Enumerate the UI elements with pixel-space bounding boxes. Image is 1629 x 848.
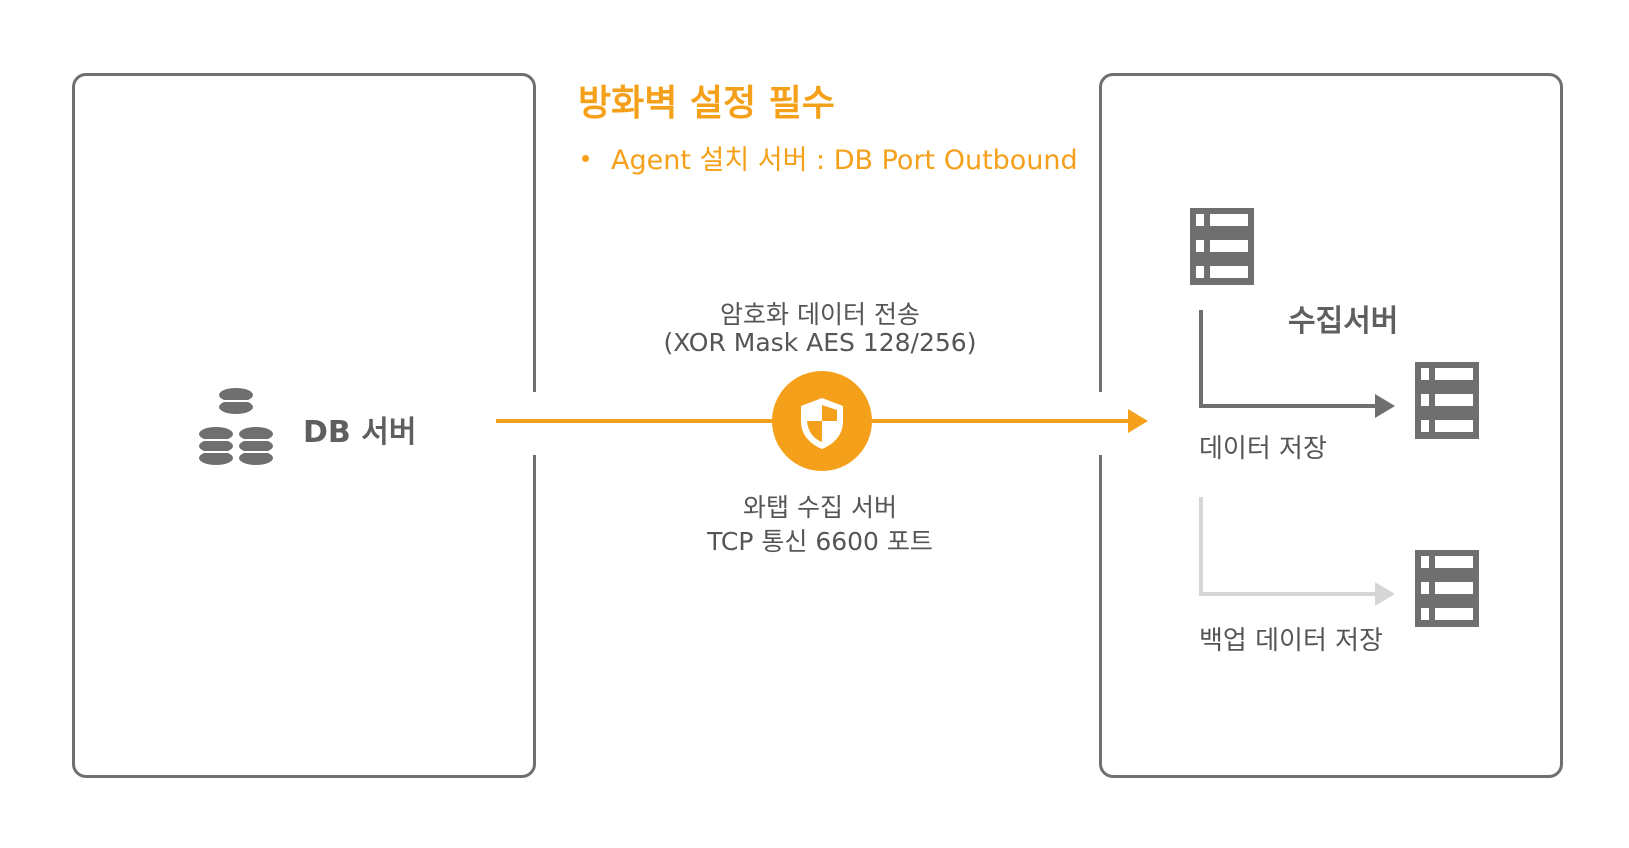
- db-server-zone: [72, 73, 536, 778]
- encryption-method-label: (XOR Mask AES 128/256): [663, 328, 977, 357]
- shield-badge: [772, 371, 872, 471]
- firewall-title: 방화벽 설정 필수: [578, 83, 835, 124]
- storage-arrow-head: [1375, 394, 1395, 418]
- backup-server-icon: [1415, 550, 1479, 627]
- collector-label: 와탭 수집 서버: [743, 493, 897, 522]
- collection-zone-border-gap: [1097, 392, 1105, 455]
- storage-arrow-line: [1199, 310, 1375, 408]
- firewall-bullet-text: Agent 설치 서버 : DB Port Outbound: [611, 145, 1078, 176]
- storage-label: 데이터 저장: [1199, 434, 1327, 464]
- bullet-dot: [582, 155, 589, 162]
- data-flow-arrow-head: [1128, 409, 1148, 433]
- database-icon: [199, 388, 273, 465]
- tcp-port-label: TCP 통신 6600 포트: [707, 527, 933, 556]
- collection-server-label: 수집서버: [1288, 304, 1399, 339]
- encryption-label: 암호화 데이터 전송: [720, 300, 920, 329]
- collection-server-zone: [1099, 73, 1563, 778]
- db-server-label: DB 서버: [303, 415, 417, 450]
- firewall-bullet: Agent 설치 서버 : DB Port Outbound: [582, 138, 1078, 177]
- backup-arrow-head: [1375, 582, 1395, 606]
- backup-arrow-line: [1199, 497, 1375, 596]
- storage-server-icon: [1415, 362, 1479, 439]
- db-zone-border-gap: [530, 392, 538, 455]
- backup-label: 백업 데이터 저장: [1199, 626, 1383, 656]
- collection-server-icon: [1190, 208, 1254, 285]
